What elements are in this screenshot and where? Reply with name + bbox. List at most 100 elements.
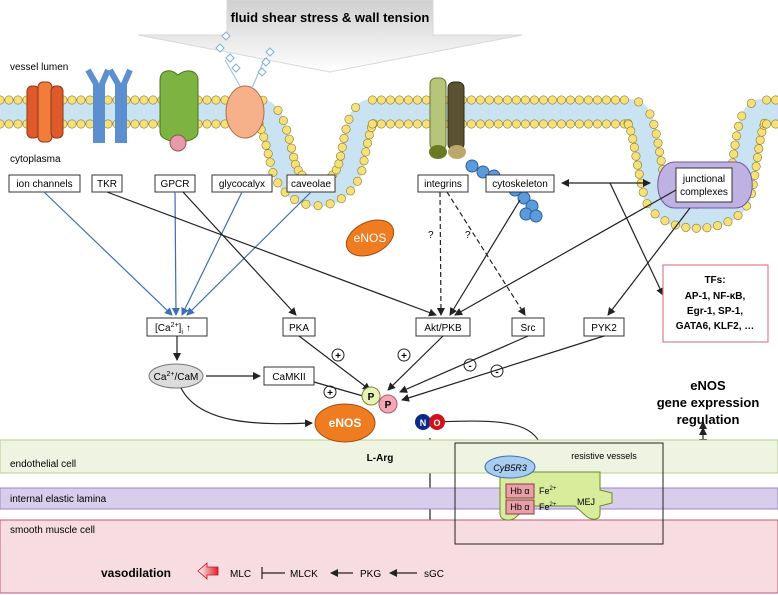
lipid-bead xyxy=(650,209,660,219)
tf-line-3: GATA6, KLF2, … xyxy=(676,321,755,332)
svg-text:[Ca2+]i↑: [Ca2+]i↑ xyxy=(155,322,191,336)
calcium-sup: 2+ xyxy=(171,322,179,329)
lipid-bead xyxy=(282,125,292,135)
lipid-bead xyxy=(341,124,351,134)
lipid-bead xyxy=(734,121,744,131)
cam-base: Ca xyxy=(154,372,167,383)
lipid-bead xyxy=(733,211,743,221)
lipid-bead xyxy=(729,149,739,159)
calcium-sub: i xyxy=(181,329,183,336)
lipid-bead xyxy=(670,220,680,230)
tkr-receptor xyxy=(85,68,133,143)
pkg-label: PKG xyxy=(360,569,381,580)
lipid-bead xyxy=(301,199,311,209)
glycocalyx-protein xyxy=(215,31,275,139)
lipid-bead xyxy=(412,119,422,129)
lipid-bead xyxy=(660,216,670,226)
lipid-bead xyxy=(466,119,476,129)
lipid-bead xyxy=(538,95,548,105)
lipid-bead xyxy=(634,97,644,107)
lipid-bead xyxy=(261,140,271,150)
junctional-label-2: complexes xyxy=(680,187,728,198)
lipid-bead xyxy=(556,119,566,129)
lipid-bead xyxy=(702,223,712,233)
junctional-complexes: junctional complexes xyxy=(657,161,753,209)
gpcr-label: GPCR xyxy=(161,179,190,190)
mej-box: resistive vessels CyB5R3 Hb α Hb α Fe2+ … xyxy=(454,442,664,545)
src-box: Src xyxy=(511,317,545,337)
lipid-bead xyxy=(653,138,663,148)
lipid-bead xyxy=(520,119,530,129)
lipid-bead xyxy=(502,119,512,129)
lipid-bead xyxy=(290,195,300,205)
lipid-bead xyxy=(565,95,575,105)
integrins-label: integrins xyxy=(424,179,462,190)
lipid-bead xyxy=(394,119,404,129)
tf-line-2: Egr-1, SP-1, xyxy=(687,306,743,317)
lipid-bead xyxy=(4,95,14,105)
tf-heading: TFs: xyxy=(704,275,725,286)
lipid-bead xyxy=(466,95,476,105)
lipid-bead xyxy=(601,119,611,129)
calcium-box: [Ca2+]i↑ xyxy=(146,317,208,337)
tf-line-1: AP-1, NF-κB, xyxy=(685,291,746,302)
lipid-bead xyxy=(103,119,113,129)
lipid-bead xyxy=(367,95,377,105)
tkr-label: TKR xyxy=(97,179,117,190)
lipid-bead xyxy=(610,95,620,105)
sign-pka: + xyxy=(331,348,345,362)
integrin-proteins xyxy=(429,77,466,159)
lipid-bead xyxy=(574,95,584,105)
question-mark-1: ? xyxy=(428,230,434,241)
arrows xyxy=(43,179,707,579)
mlc-label: MLC xyxy=(230,569,251,580)
sgc-label: sGC xyxy=(424,569,444,580)
lipid-bead xyxy=(139,95,149,105)
lipid-bead xyxy=(752,153,762,163)
lipid-bead xyxy=(259,132,269,142)
caveolae-box: caveolae xyxy=(286,174,336,193)
svg-text:-: - xyxy=(468,361,471,372)
lipid-bead xyxy=(592,119,602,129)
shear-stress-arrow xyxy=(137,0,523,73)
lipid-bead xyxy=(421,95,431,105)
lipid-bead xyxy=(484,95,494,105)
lipid-bead xyxy=(601,95,611,105)
lipid-bead xyxy=(367,119,377,129)
lipid-bead xyxy=(681,222,691,232)
lipid-bead xyxy=(334,159,344,169)
lipid-bead xyxy=(278,116,288,126)
ion-channels-box: ion channels xyxy=(8,174,81,193)
akt-box: Akt/PKB xyxy=(415,317,471,337)
lipid-bead xyxy=(202,95,212,105)
lipid-bead xyxy=(421,119,431,129)
lipid-bead xyxy=(211,119,221,129)
lamina-label: internal elastic lamina xyxy=(10,494,107,505)
lipid-bead xyxy=(771,119,778,129)
lipid-bead xyxy=(359,156,369,166)
lipid-bead xyxy=(547,95,557,105)
lipid-bead xyxy=(475,95,485,105)
enos-caveolae-label: eNOS xyxy=(354,231,387,245)
sign-src: - xyxy=(463,358,477,372)
lipid-bead xyxy=(85,119,95,129)
cam-rest: /CaM xyxy=(174,372,198,383)
hb-alpha-1: Hb α xyxy=(510,486,529,496)
lipid-bead xyxy=(211,95,221,105)
lipid-bead xyxy=(484,119,494,129)
lipid-bead xyxy=(626,126,636,136)
calcium-up-arrow: ↑ xyxy=(186,323,191,334)
nitrogen-label: N xyxy=(420,418,427,428)
lipid-bead xyxy=(638,187,648,197)
camkii-box: CaMKII xyxy=(263,366,315,386)
lipid-bead xyxy=(67,95,77,105)
lipid-bead xyxy=(475,119,485,129)
cytoskeleton-label: cytoskeleton xyxy=(492,179,548,190)
svg-text:+: + xyxy=(335,351,341,362)
lipid-bead xyxy=(284,134,294,144)
regulation-line-2: gene expression xyxy=(657,395,760,410)
tkr-box: TKR xyxy=(91,174,123,193)
regulation-line-1: eNOS xyxy=(690,378,726,393)
shear-stress-title: fluid shear stress & wall tension xyxy=(231,10,430,25)
lipid-bead xyxy=(493,119,503,129)
